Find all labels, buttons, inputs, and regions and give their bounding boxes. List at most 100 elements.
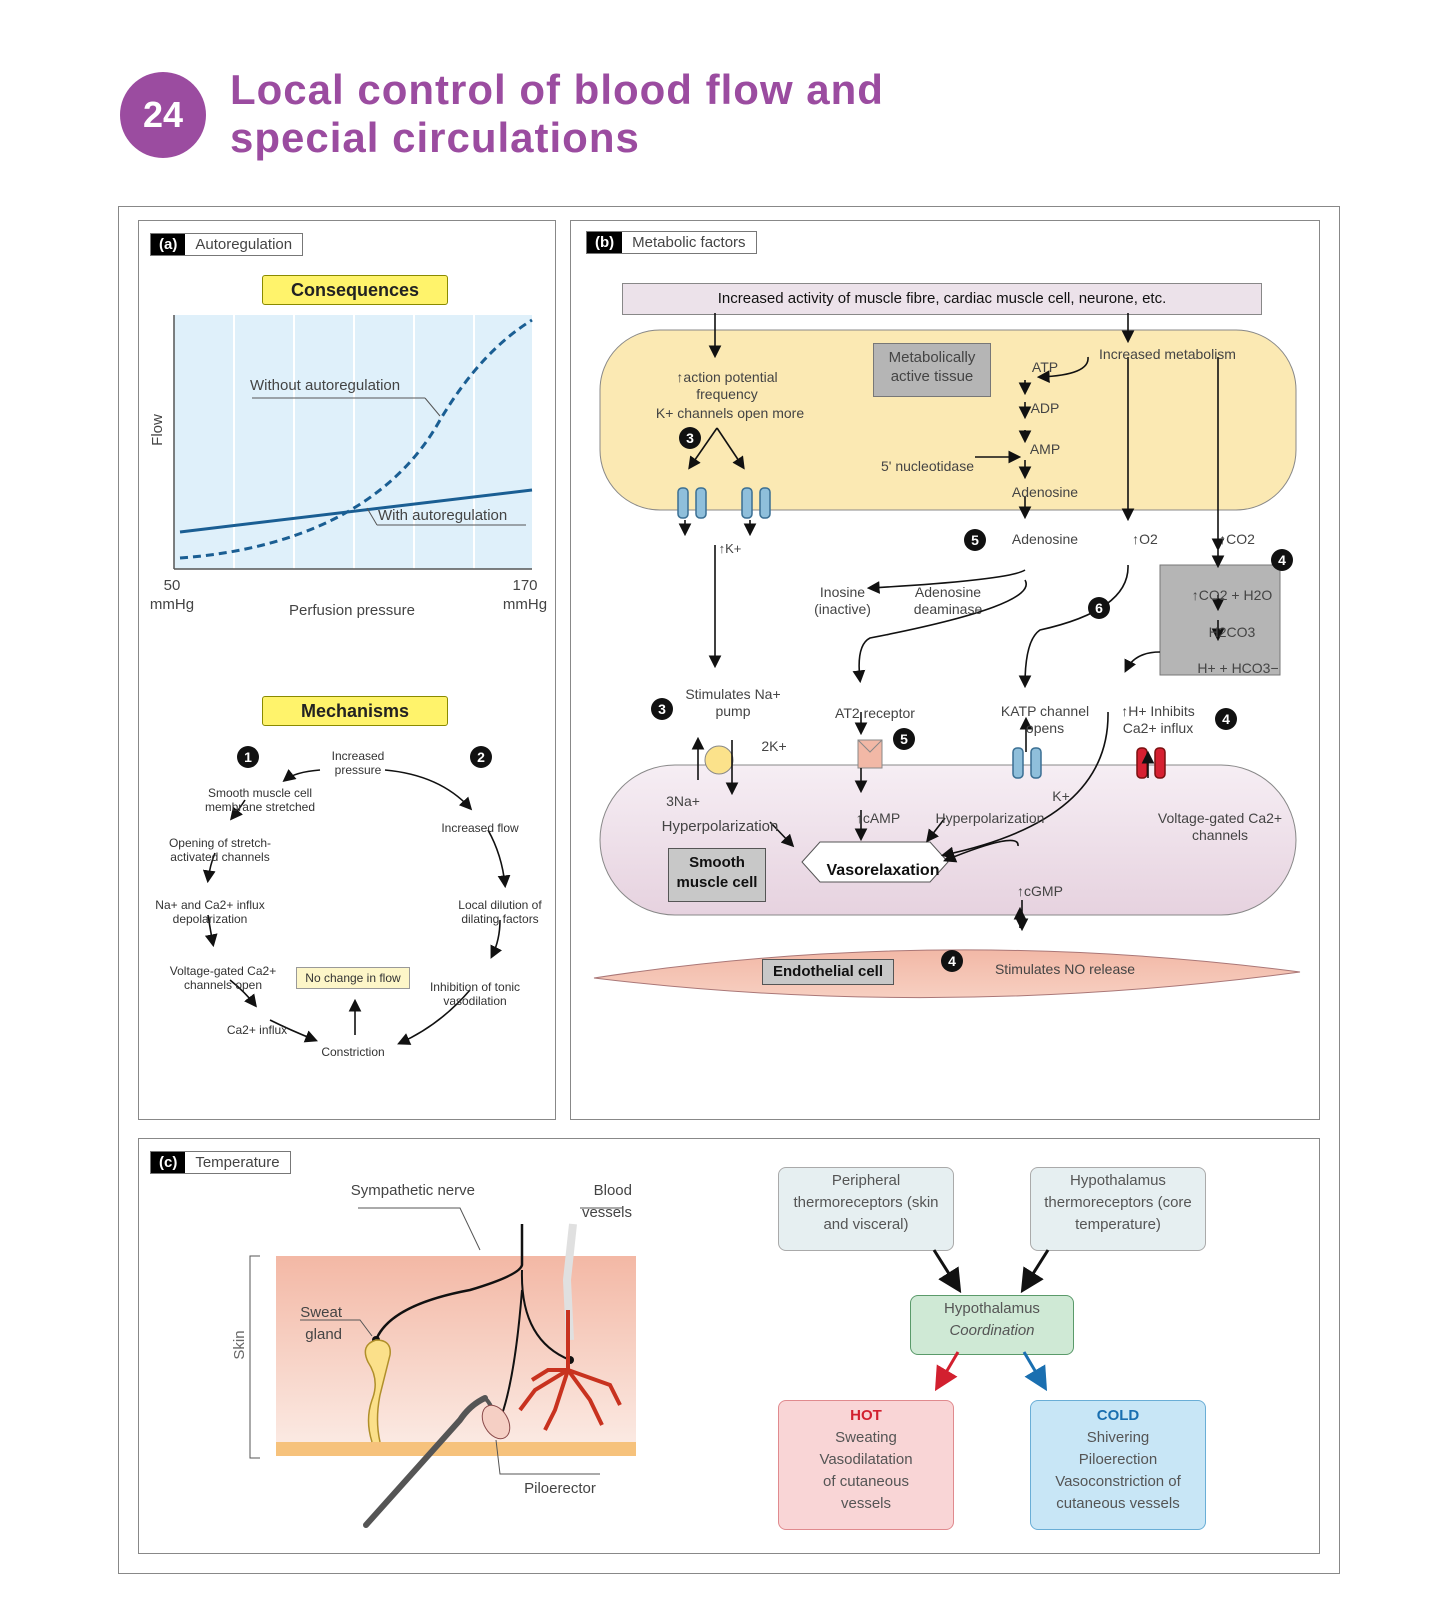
- x-tick-right-value: 170: [512, 577, 537, 594]
- blood-vessels-label: Blood vessels: [581, 1182, 632, 1221]
- step-number-3b: 3: [651, 698, 673, 720]
- two-k-label: 2K+: [761, 738, 787, 754]
- hyperpolarization-2-label: Hyperpolarization: [935, 810, 1045, 826]
- mech-ca-influx: Ca2+ influx: [226, 1023, 288, 1037]
- smooth-muscle-shape: [599, 764, 1297, 916]
- panel-a-label: Autoregulation: [195, 236, 293, 253]
- panel-c-letter: (c): [151, 1152, 186, 1173]
- three-na-label: 3Na+: [666, 793, 700, 809]
- cold-line-4: cutaneous vessels: [1056, 1495, 1180, 1512]
- page-title: Local control of blood flow and special …: [230, 66, 884, 162]
- mech-vg-channels: Voltage-gated Ca2+ channels open: [169, 964, 277, 992]
- deaminase-label: Adenosine deaminase: [913, 584, 983, 617]
- cold-title: COLD: [1096, 1407, 1140, 1424]
- hair-shaft: [363, 1395, 488, 1528]
- k-out-label: ↑K+: [718, 541, 742, 556]
- activity-bar: Increased activity of muscle fibre, card…: [622, 283, 1262, 315]
- increased-metabolism-label: Increased metabolism: [1099, 346, 1236, 362]
- y-axis-label: Flow: [149, 414, 166, 446]
- h-inhibits-label: ↑H+ Inhibits Ca2+ influx: [1121, 703, 1195, 736]
- o2-label: ↑O2: [1132, 531, 1158, 547]
- mech-inhibition: Inhibition of tonic vasodilation: [429, 980, 521, 1008]
- panel-c-tag: (c) Temperature: [150, 1151, 291, 1174]
- cold-line-3: Vasoconstriction of: [1055, 1473, 1181, 1490]
- piloerector-muscle: [481, 1404, 511, 1440]
- hypothalamus-coord-line-1: Hypothalamus: [944, 1300, 1040, 1317]
- title-line-2: special circulations: [230, 114, 640, 161]
- metabolically-active-box: Metabolically active tissue: [873, 343, 991, 397]
- vessel-branches: [518, 1310, 622, 1431]
- step-number-4c: 4: [941, 950, 963, 972]
- mech-increased-flow: Increased flow: [441, 821, 519, 835]
- h-hco3-label: H+ + HCO3−: [1197, 660, 1279, 676]
- piloerector-label: Piloerector: [524, 1480, 596, 1497]
- series-with-autoregulation: [179, 488, 533, 534]
- chapter-number: 24: [120, 72, 206, 158]
- k-channels-label: K+ channels open more: [655, 405, 805, 421]
- x-tick-left-unit: mmHg: [150, 596, 194, 613]
- mech-membrane-stretched: Smooth muscle cell membrane stretched: [204, 786, 316, 814]
- na-pump-label: Stimulates Na+ pump: [685, 686, 781, 719]
- k-channel-icons: [677, 487, 1042, 779]
- at2-receptor-label: AT2 receptor: [835, 705, 915, 721]
- step-number-3a: 3: [679, 427, 701, 449]
- panel-b-letter: (b): [587, 232, 623, 253]
- nerve-line: [374, 1224, 524, 1341]
- smooth-muscle-cell-box: Smooth muscle cell: [668, 848, 766, 902]
- amp-label: AMP: [1029, 441, 1061, 457]
- mech-na-ca-influx: Na+ and Ca2+ influx depolarization: [155, 898, 265, 926]
- metabolic-tissue-shape: [599, 329, 1297, 511]
- co2-label: ↑CO2: [1219, 531, 1255, 547]
- cold-line-1: Shivering: [1086, 1429, 1150, 1446]
- x-tick-left-value: 50: [164, 577, 181, 594]
- panel-c-label: Temperature: [195, 1154, 280, 1171]
- temperature-flow-arrows: [932, 1249, 1050, 1392]
- cgmp-label: ↑cGMP: [1017, 883, 1063, 899]
- mechanisms-cycle-arrows: [202, 769, 511, 1045]
- step-number-6: 6: [1088, 597, 1110, 619]
- step-number-5b: 5: [893, 728, 915, 750]
- cold-response-box: COLD Shivering Piloerection Vasoconstric…: [1030, 1400, 1206, 1530]
- mech-local-dilution: Local dilution of dilating factors: [458, 898, 542, 926]
- mechanisms-box: Mechanisms: [262, 696, 448, 726]
- step-number-5a: 5: [964, 529, 986, 551]
- figure-frame: [118, 206, 1340, 1574]
- nerve-branch-piloerector: [499, 1289, 523, 1421]
- skin-label: Skin: [231, 1330, 248, 1359]
- consequences-box: Consequences: [262, 275, 448, 305]
- panel-b-arrows: [678, 313, 1225, 932]
- series-label-without: Without autoregulation: [250, 377, 400, 394]
- arrow-to-hot: [934, 1351, 960, 1392]
- no-release-label: Stimulates NO release: [994, 961, 1136, 977]
- atp-label: ATP: [1031, 359, 1059, 375]
- title-line-1: Local control of blood flow and: [230, 66, 884, 113]
- sweat-gland-shape: [364, 1339, 391, 1443]
- series-without-autoregulation: [179, 318, 533, 560]
- hot-line-4: vessels: [840, 1495, 892, 1512]
- hypothalamus-coordination-box: Hypothalamus Coordination: [910, 1295, 1074, 1355]
- panel-b-label: Metabolic factors: [632, 234, 746, 251]
- step-number-4b: 4: [1215, 708, 1237, 730]
- katp-label: KATP channel opens: [1000, 703, 1090, 736]
- hot-line-1: Sweating: [835, 1429, 897, 1446]
- arrow-peripheral-to-hypothalamus: [932, 1249, 962, 1294]
- subdermal-layer: [276, 1442, 636, 1456]
- hypothalamus-coord-line-2: Coordination: [949, 1322, 1035, 1339]
- nerve-branch-vessel: [520, 1269, 571, 1361]
- panel-b-tag: (b) Metabolic factors: [586, 231, 757, 254]
- autoregulation-chart: Without autoregulation With autoregulati…: [149, 315, 547, 619]
- arrow-to-cold: [1022, 1351, 1048, 1392]
- mech-stretch-channels: Opening of stretch-activated channels: [168, 836, 272, 864]
- sympathetic-nerve-label: Sympathetic nerve: [350, 1182, 475, 1199]
- x-tick-right-unit: mmHg: [503, 596, 547, 613]
- panel-b-drawing: [593, 313, 1301, 999]
- leader-piloerector: [495, 1439, 600, 1475]
- hot-title: HOT: [850, 1407, 882, 1424]
- leader-with-2: [366, 507, 378, 526]
- at2-receptor-notch: [857, 739, 883, 753]
- adp-label: ADP: [1030, 400, 1060, 416]
- mech-no-change: No change in flow: [296, 967, 410, 989]
- voltage-gated-label: Voltage-gated Ca2+ channels: [1157, 810, 1283, 843]
- leader-sweat: [300, 1319, 373, 1337]
- leader-sympathetic: [358, 1207, 481, 1251]
